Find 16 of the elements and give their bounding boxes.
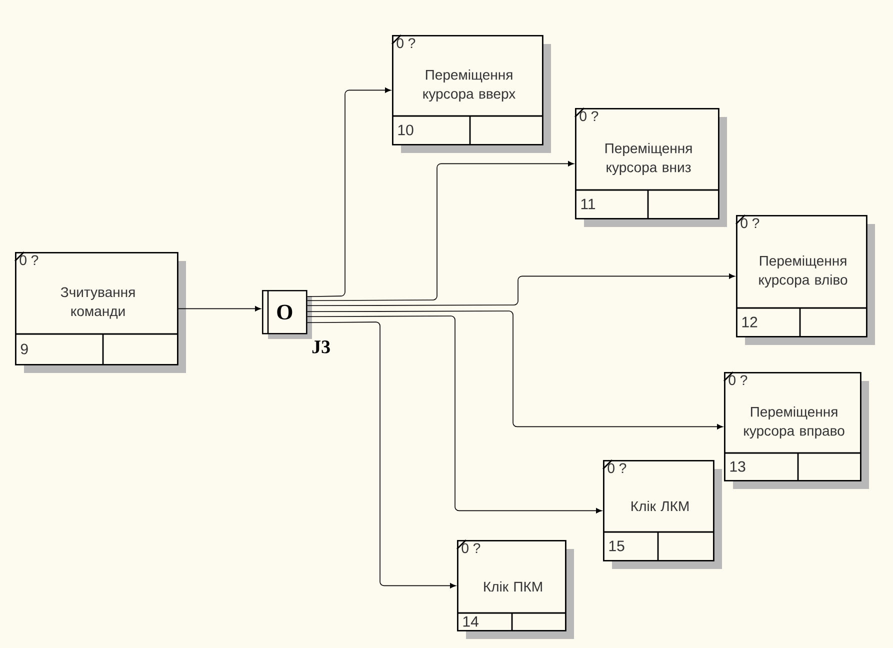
process-box: 0 ? Переміщення курсора вправо 13 [724, 372, 870, 489]
arrow [306, 316, 602, 514]
arrow [306, 322, 456, 588]
process-box: 0 ? Клік ПКМ 14 [456, 540, 574, 639]
junction-box: O [262, 290, 312, 339]
process-box: 0 ? Клік ЛКМ 15 [602, 460, 722, 569]
arrow [306, 161, 574, 302]
junction-label: J3 [312, 340, 330, 354]
process-box: 0 ? Зчитування команди 9 [14, 252, 186, 373]
arrow [306, 310, 723, 430]
arrow [306, 88, 391, 298]
process-box: 0 ? Переміщення курсора вліво 12 [736, 214, 875, 345]
arrow [306, 274, 735, 306]
process-box: 0 ? Переміщення курсора вверх 10 [392, 34, 551, 153]
arrow [178, 306, 261, 312]
process-box: 0 ? Переміщення курсора вниз 11 [574, 108, 727, 227]
